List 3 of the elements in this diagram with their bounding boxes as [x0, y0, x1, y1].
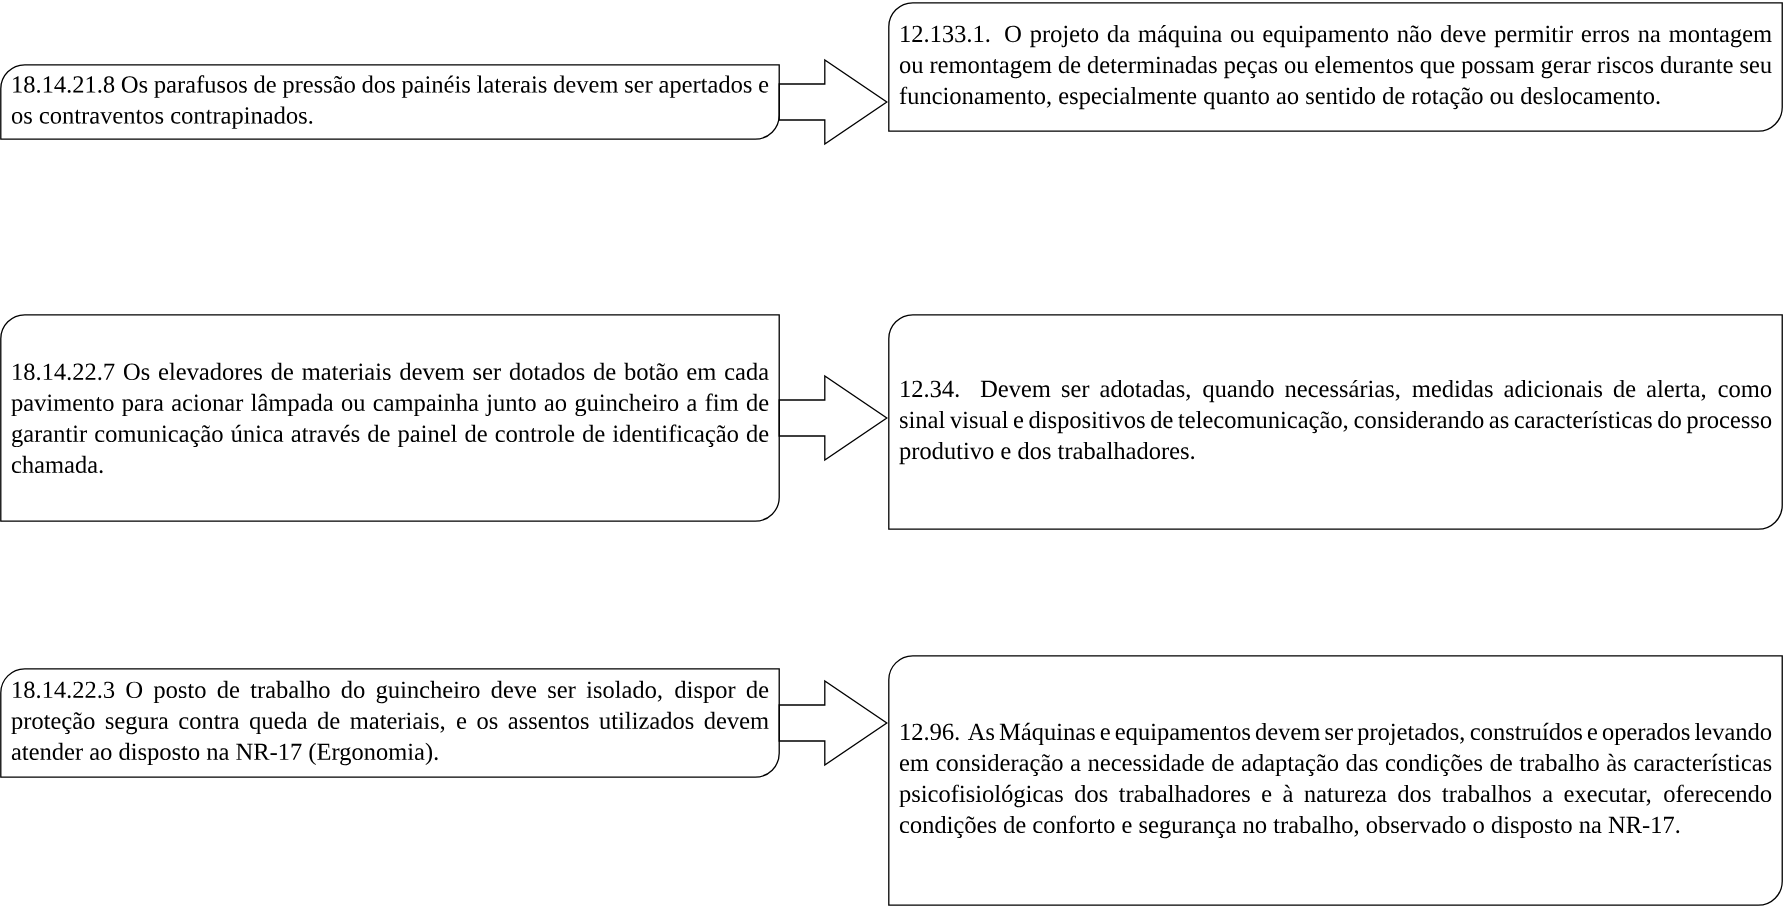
block-arrow: [778, 374, 888, 462]
block-arrow: [778, 679, 888, 767]
block-arrow: [778, 58, 888, 146]
